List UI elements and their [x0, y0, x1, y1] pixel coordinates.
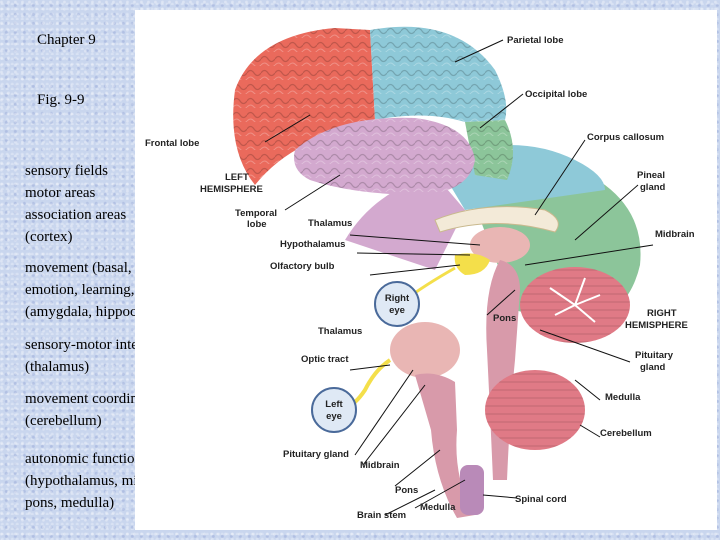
- brainstem-shape: [486, 260, 520, 480]
- label-parietal-lobe: Parietal lobe: [507, 35, 564, 46]
- label-temporal-2: lobe: [247, 219, 267, 230]
- lower-thalamus: [390, 322, 460, 378]
- label-right-eye-2: eye: [389, 305, 405, 316]
- text-line: (thalamus): [25, 359, 90, 375]
- label-pineal-1: Pineal: [637, 170, 665, 181]
- right-eye-icon: Right eye: [374, 281, 420, 327]
- text-line: sensory fields: [25, 163, 108, 179]
- label-right-hemisphere-2: HEMISPHERE: [625, 320, 688, 331]
- label-thalamus-top: Thalamus: [308, 218, 352, 229]
- label-left-hemisphere-2: HEMISPHERE: [200, 184, 263, 195]
- label-frontal-lobe: Frontal lobe: [145, 138, 199, 149]
- corpus-callosum: [434, 206, 559, 233]
- label-right-eye-1: Right: [385, 293, 410, 304]
- label-pituitary-right-2: gland: [640, 362, 666, 373]
- label-occipital-lobe: Occipital lobe: [525, 89, 587, 100]
- label-medulla-right: Medulla: [605, 392, 641, 403]
- label-midbrain-low: Midbrain: [360, 460, 400, 471]
- text-line: (cerebellum): [25, 413, 102, 429]
- chapter-heading: Chapter 9: [37, 32, 96, 48]
- text-block-cerebellum: movement coordination (cerebellum): [25, 388, 168, 432]
- label-right-hemisphere-1: RIGHT: [647, 308, 677, 319]
- label-spinal-cord: Spinal cord: [515, 494, 567, 505]
- left-eye-icon: Left eye: [311, 387, 357, 433]
- right-hemisphere: [345, 145, 641, 343]
- text-line: pons, medulla): [25, 495, 115, 511]
- text-line: motor areas: [25, 185, 96, 201]
- leader-lines: [264, 39, 654, 516]
- text-line: (cortex): [25, 229, 73, 245]
- label-pineal-2: gland: [640, 182, 666, 193]
- label-optic-tract: Optic tract: [301, 354, 349, 365]
- thalamus-shape: [470, 227, 530, 263]
- text-line: movement coordination: [25, 391, 168, 407]
- label-midbrain-top: Midbrain: [655, 229, 695, 240]
- brain-figure: Right eye Left eye Parietal lobe Occipit…: [135, 10, 717, 530]
- central-structures: [344, 206, 585, 518]
- label-medulla-low: Medulla: [420, 502, 456, 513]
- text-block-cortex: sensory fields motor areas association a…: [25, 160, 126, 248]
- label-temporal-1: Temporal: [235, 208, 277, 219]
- label-pituitary-right-1: Pituitary: [635, 350, 674, 361]
- label-pituitary-left: Pituitary gland: [283, 449, 349, 460]
- brain-illustration: Right eye Left eye Parietal lobe Occipit…: [145, 26, 695, 521]
- figure-caption: Fig. 9-9: [37, 92, 85, 108]
- left-hemisphere: [233, 26, 514, 195]
- label-cerebellum: Cerebellum: [600, 428, 652, 439]
- olfactory-bulb-shape: [454, 253, 490, 275]
- label-left-hemisphere-1: LEFT: [225, 172, 249, 183]
- spinal-cord-shape: [460, 465, 484, 515]
- label-thalamus-mid: Thalamus: [318, 326, 362, 337]
- arbor-vitae: [549, 277, 601, 323]
- label-corpus-callosum: Corpus callosum: [587, 132, 664, 143]
- label-left-eye-1: Left: [325, 399, 343, 410]
- label-pons-low: Pons: [395, 485, 418, 496]
- text-line: autonomic functions: [25, 451, 148, 467]
- figure-labels: Parietal lobe Occipital lobe Frontal lob…: [145, 35, 695, 521]
- label-brain-stem: Brain stem: [357, 510, 406, 521]
- label-hypothalamus: Hypothalamus: [280, 239, 345, 250]
- label-olfactory-bulb: Olfactory bulb: [270, 261, 335, 272]
- right-frontal-region: [345, 175, 465, 270]
- label-left-eye-2: eye: [326, 411, 342, 422]
- text-line: association areas: [25, 207, 127, 223]
- label-pons-top: Pons: [493, 313, 516, 324]
